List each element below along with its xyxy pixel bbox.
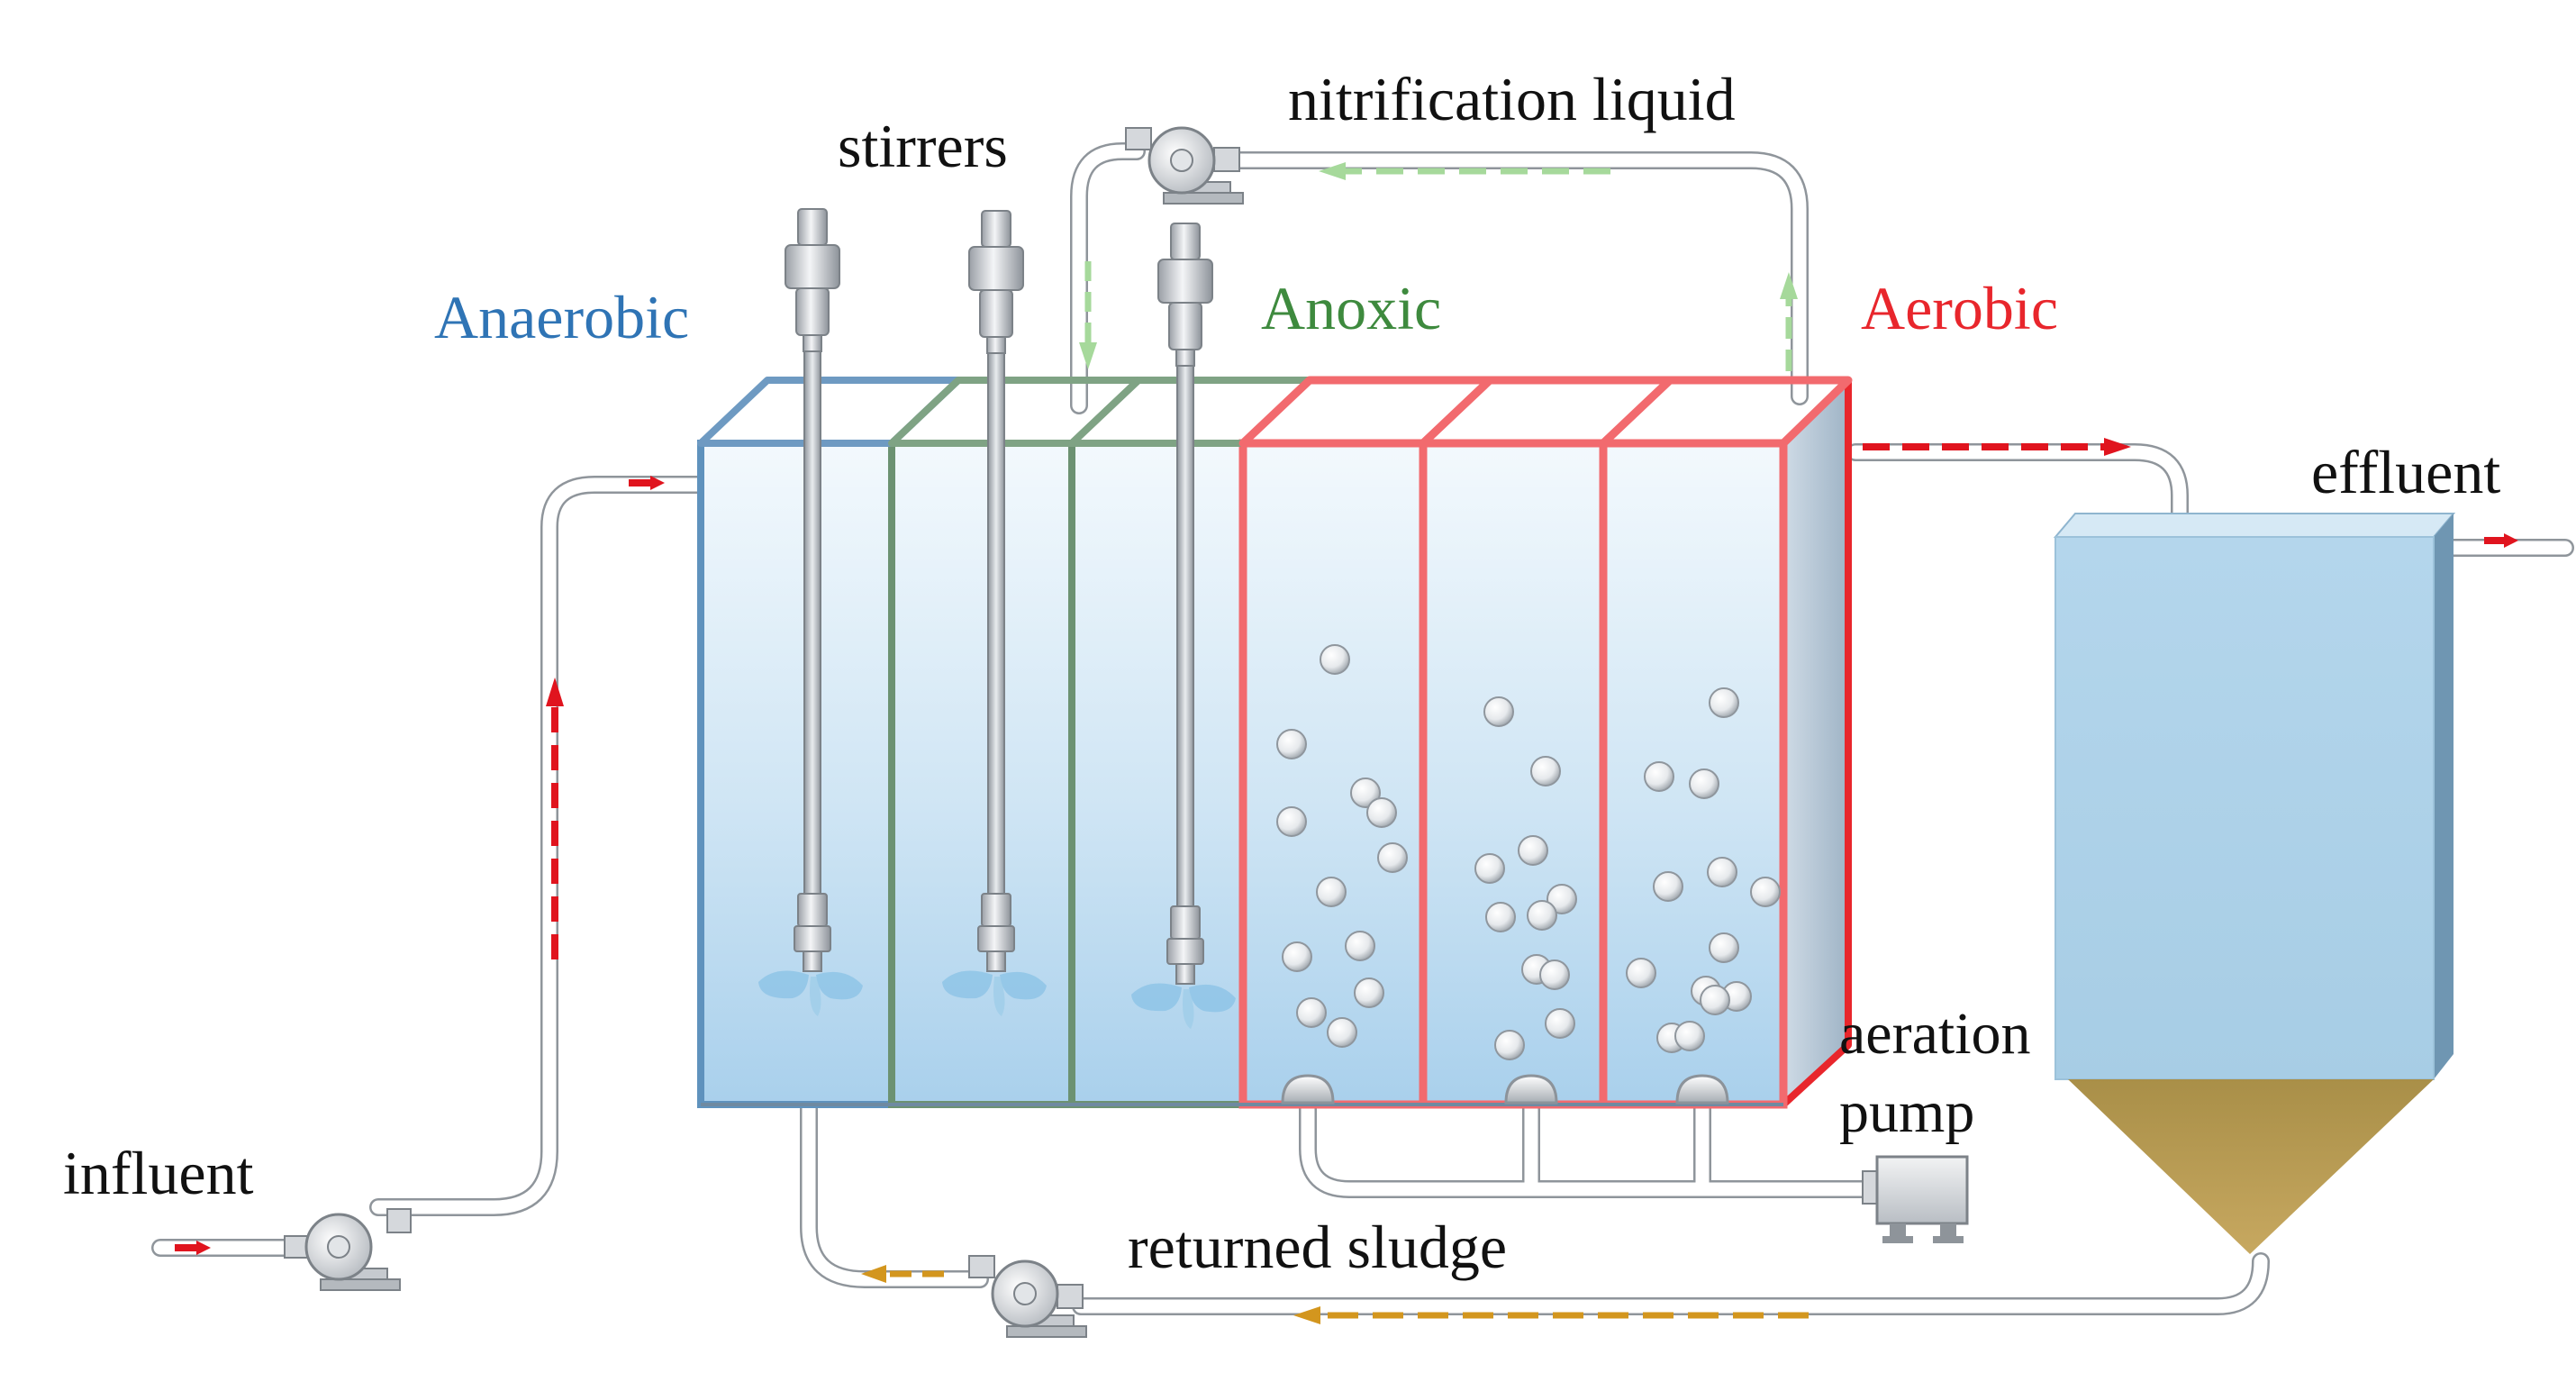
bubble-icon xyxy=(1547,884,1577,914)
bubble-icon xyxy=(1296,997,1327,1028)
bubble-icon xyxy=(1545,1008,1575,1039)
bubble-icon xyxy=(1700,985,1730,1015)
bubble-icon xyxy=(1282,941,1312,972)
aeration-manifold-pipe xyxy=(1299,1097,1873,1198)
sludge-to-tank-arrow xyxy=(861,1265,944,1283)
sludge-cone xyxy=(2068,1079,2434,1254)
pipe-inner xyxy=(1072,144,1144,413)
bubble-icon xyxy=(1366,797,1397,828)
diffuser-icon xyxy=(1675,1074,1729,1105)
clarifier-side xyxy=(2434,514,2454,1079)
bubble-icon xyxy=(1276,729,1307,759)
aerobic-compartment-1 xyxy=(1238,439,1428,1109)
stirrer-icon xyxy=(758,208,863,1016)
bubble-icon xyxy=(1674,1021,1705,1051)
nitrification-left-arrow xyxy=(1319,162,1610,180)
influent-up-arrow xyxy=(546,677,564,959)
pipe-inner xyxy=(1848,445,2187,532)
bubble-icon xyxy=(1626,958,1656,988)
anaerobic-inlet-arrow xyxy=(629,476,665,490)
compartments xyxy=(697,439,1788,1109)
pipe-inner xyxy=(1074,1254,2268,1314)
centrifugal-pump-icon xyxy=(284,1208,412,1291)
bubble-icon xyxy=(1527,900,1557,931)
pipe-inner xyxy=(1301,1099,1872,1196)
bubble-icon xyxy=(1485,902,1516,932)
influent-arrow xyxy=(175,1241,211,1255)
bubble-icon xyxy=(1518,835,1548,866)
pipe-inner xyxy=(1225,153,1807,404)
bubble-icon xyxy=(1377,842,1408,873)
bubble-icon xyxy=(1320,644,1350,675)
clarifier-top xyxy=(2053,513,2456,538)
diffuser-icon xyxy=(1281,1074,1335,1105)
bubble-icon xyxy=(1707,857,1737,887)
bubble-icon xyxy=(1354,977,1384,1008)
effluent-label: effluent xyxy=(2311,438,2501,506)
pipe-inner xyxy=(371,477,705,1214)
bubble-icon xyxy=(1494,1030,1525,1060)
bubble-icon xyxy=(1689,768,1719,799)
effluent-arrow xyxy=(2484,533,2518,548)
bubble-icon xyxy=(1327,1017,1357,1048)
sludge-return-arrow xyxy=(1293,1306,1809,1324)
aeration-pump-label: aeration pump xyxy=(1839,1001,2031,1146)
anaerobic-zone-label: Anaerobic xyxy=(434,283,690,351)
sludge-return-to-tank-pipe xyxy=(800,1097,989,1288)
stirrers xyxy=(758,208,1236,1029)
bubble-icon xyxy=(1653,871,1683,902)
clarifier xyxy=(2053,513,2456,1254)
stirrers-label: stirrers xyxy=(838,112,1008,180)
nitrification-liquid-label: nitrification liquid xyxy=(1288,65,1736,133)
bubble-icon xyxy=(1709,932,1739,963)
bubble-icon xyxy=(1539,959,1570,990)
influent-riser-pipe xyxy=(369,476,707,1216)
reactor-tank xyxy=(697,376,1853,1109)
bubble-icon xyxy=(1345,931,1375,961)
bubble-icon xyxy=(1350,777,1381,808)
bubble-icon xyxy=(1483,696,1514,727)
tank-top-face xyxy=(697,376,1853,448)
bubble-icon xyxy=(1750,877,1781,907)
centrifugal-pump-icon xyxy=(968,1255,1087,1338)
influent-label: influent xyxy=(63,1139,254,1207)
aeration-pump-icon xyxy=(1862,1155,1969,1243)
bubble-icon xyxy=(1709,687,1739,718)
bubble-icon xyxy=(1316,877,1347,907)
bubble-icon xyxy=(1276,806,1307,837)
to-clarifier-arrow xyxy=(1863,438,2131,456)
aerobic-zone-label: Aerobic xyxy=(1861,274,2059,342)
anoxic-zone-label: Anoxic xyxy=(1261,274,1442,342)
flow-arrows xyxy=(175,162,2518,1324)
bubble-icon xyxy=(1644,761,1674,792)
diffuser-icon xyxy=(1504,1074,1558,1105)
bubbles xyxy=(1276,644,1781,1060)
aerobic-compartment-2 xyxy=(1419,439,1608,1109)
nitrification-up-arrow xyxy=(1780,272,1798,371)
nitrification-down-arrow xyxy=(1079,261,1097,369)
centrifugal-pump-icon xyxy=(1125,126,1244,205)
bubble-icon xyxy=(1530,756,1561,787)
stirrer-icon xyxy=(1131,223,1236,1029)
pipe-inner xyxy=(802,1099,987,1287)
returned-sludge-label: returned sludge xyxy=(1128,1213,1508,1281)
diffusers xyxy=(1281,1074,1729,1105)
bubble-icon xyxy=(1474,853,1505,884)
stirrer-icon xyxy=(942,210,1047,1016)
clarifier-body xyxy=(2054,536,2435,1080)
anaerobic-compartment xyxy=(697,440,895,1108)
anoxic-compartment-1 xyxy=(888,440,1075,1108)
